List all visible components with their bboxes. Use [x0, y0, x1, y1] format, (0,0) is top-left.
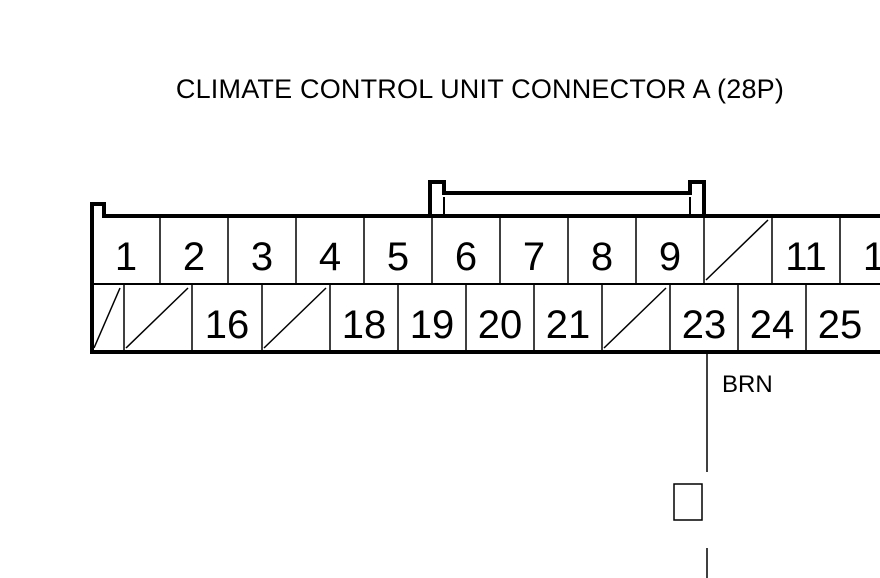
top-row-pin-11: 11	[785, 235, 827, 279]
top-row-pin-2: 2	[183, 235, 205, 279]
bottom-row-empty-cavity-mark	[603, 287, 667, 349]
bottom-row-empty-cavity-mark	[93, 287, 121, 349]
locking-tab-inner	[443, 197, 691, 217]
bottom-row-pin-16: 16	[205, 303, 250, 347]
top-row-pin-1: 1	[115, 235, 137, 279]
bottom-row-pin-25: 25	[818, 303, 863, 347]
diagram-title: CLIMATE CONTROL UNIT CONNECTOR A (28P)	[175, 74, 785, 104]
top-row-empty-cavity-mark	[705, 219, 769, 281]
top-row-pin-1: 1	[863, 235, 880, 279]
top-row-pin-3: 3	[251, 235, 273, 279]
top-row-pin-8: 8	[591, 235, 613, 279]
wire-color-label: BRN	[722, 371, 773, 398]
connector-housing-outline	[90, 202, 880, 354]
bottom-row-empty-cavity-mark	[125, 287, 189, 349]
bottom-row-pin-19: 19	[410, 303, 455, 347]
top-row-pin-9: 9	[659, 235, 681, 279]
locking-tab	[428, 180, 706, 218]
terminal-box	[673, 483, 703, 521]
bottom-row-pin-18: 18	[342, 303, 387, 347]
bottom-row-pin-23: 23	[682, 303, 727, 347]
top-row-pin-4: 4	[319, 235, 341, 279]
bottom-row-pin-21: 21	[546, 303, 591, 347]
top-row-pin-7: 7	[523, 235, 545, 279]
bottom-row-pin-24: 24	[750, 303, 795, 347]
bottom-row-pin-20: 20	[478, 303, 523, 347]
top-row-pin-6: 6	[455, 235, 477, 279]
top-row-pin-5: 5	[387, 235, 409, 279]
bottom-row-empty-cavity-mark	[263, 287, 327, 349]
